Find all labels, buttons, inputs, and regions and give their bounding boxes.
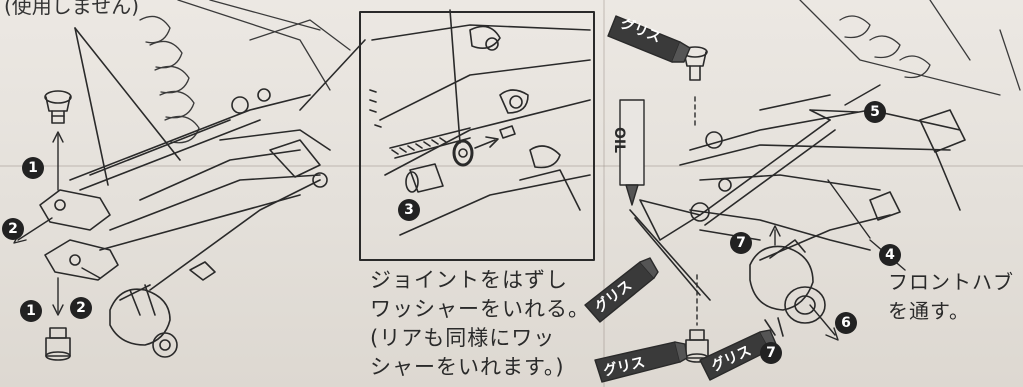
inset-caption-line3: (リアも同様にワッ [370, 326, 556, 350]
grease-tube-bottom [594, 341, 688, 383]
inset-caption: ジョイントをはずし ワッシャーをいれる。 (リアも同様にワッ シャーをいれます。… [370, 266, 590, 382]
chassis-ribs-left [139, 0, 351, 144]
arrows-left [13, 131, 101, 316]
pointer-line [299, 39, 366, 111]
step-marker-4: 4 [879, 244, 901, 266]
step-marker-2: 2 [70, 297, 92, 319]
step-marker-7: 7 [760, 342, 782, 364]
step-marker-3: 3 [398, 199, 420, 221]
ball-stud-upper [44, 90, 72, 124]
inset-caption-line2: ワッシャーをいれる。 [370, 297, 590, 321]
fold-line [0, 165, 1023, 167]
step-marker-7: 7 [730, 232, 752, 254]
step-marker-1: 1 [20, 300, 42, 322]
step-marker-2: 2 [2, 218, 24, 240]
top-note: (使用しません) [4, 0, 140, 18]
oil-bottle [619, 99, 645, 206]
inset-caption-line1: ジョイントをはずし [370, 268, 568, 292]
hub-caption-line2: を通す。 [888, 299, 970, 323]
inset-detail [359, 9, 595, 261]
oil-label: OIL [611, 126, 628, 154]
pointer-line [74, 27, 109, 186]
step-marker-6: 6 [835, 312, 857, 334]
step-marker-5: 5 [864, 101, 886, 123]
grease-tube-top-right [607, 15, 691, 63]
chassis-ribs-right [799, 0, 1021, 96]
front-upright-left [109, 284, 178, 358]
inset-caption-line4: シャーをいれます。) [370, 355, 565, 379]
hub-caption-line1: フロントハブ [888, 270, 1014, 294]
front-hub-right [749, 239, 826, 337]
grease-tube-bottom-right [699, 329, 777, 381]
ball-stud-lower [45, 327, 71, 361]
hub-caption: フロントハブ を通す。 [888, 268, 1014, 326]
step-marker-1: 1 [22, 157, 44, 179]
pointer-line [74, 27, 181, 161]
arrows-right [694, 84, 906, 341]
steering-assembly-left [39, 88, 331, 291]
front-suspension-right [629, 94, 966, 301]
fold-line [603, 0, 605, 387]
grease-tube-left-center [584, 257, 659, 323]
